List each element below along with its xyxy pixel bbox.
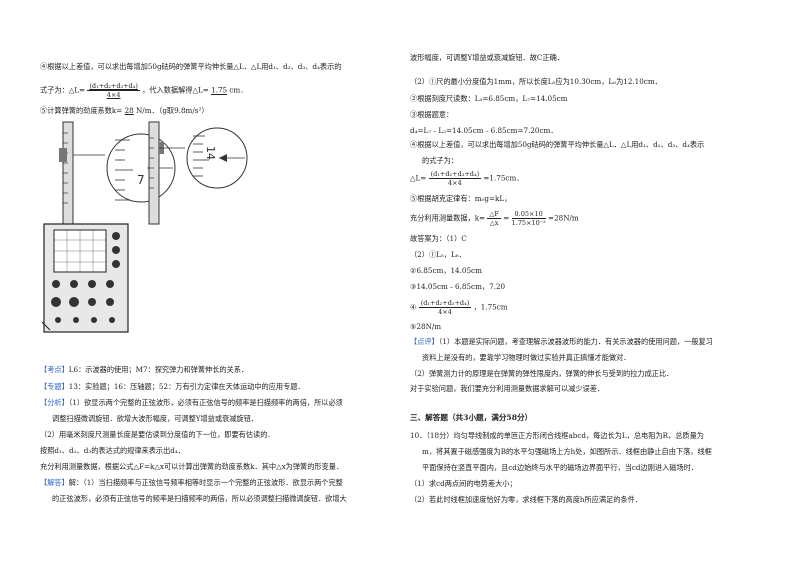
fraction-denominator: 1.75×10⁻² [511,219,546,227]
formula-mid: ，代入数据解得△L= [142,85,209,95]
fraction-denominator: 4×4 [438,308,452,316]
kaodian-text: L6：示波器的使用；M7：探究弹力和弹簧伸长的关系． [68,365,249,374]
zhuanti-text: 13：实验题；16：压轴题；52：万有引力定律在天体运动中的应用专题． [68,382,305,391]
right-line-3: ②根据刻度尺读数：L₃=6.85cm，L₇=14.05cm [410,94,568,103]
answer-line-3: ②6.85cm，14.05cm [410,266,482,275]
dianping-line-2: 资料上是没有的，要靠学习物理时做过实验并真正搞懂才能做对． [422,353,631,362]
dianping-label: 【点评】 [410,337,439,346]
answer-line-4: ③14.05cm﹣6.85cm，7.20 [410,282,506,291]
right-line-5: d₄=L₇﹣L₃=14.05cm﹣6.85cm=7.20cm． [410,126,558,135]
fenxi-line-4: 按照d₁、d₂、d₃的表达式的规律来表示出d₄． [40,446,185,455]
dianping-line-1: 【点评】（1）本题是实际问题，考查理解示波器波形的能力．有关示波器的使用问题，一… [410,337,713,347]
answer-line-1: 故答案为：（1）C [410,234,467,243]
fenxi-line-5: 充分利用测量数据，根据公式△F=k△x可以计算出弹簧的劲度系数k．其中△x为弹簧… [40,462,344,471]
fraction-numerator: △F [487,210,501,219]
equals-sign: = [503,213,510,223]
fenxi-line-3: （2）用毫米刻度尺测量长度是要估读到分度值的下一位，即要有估读的． [40,430,275,439]
fraction: (d₁+d₂+d₃+d₄) 4×4 [428,170,482,187]
right-line-7: 的式子为： [422,156,458,165]
fenxi-line-2: 调整扫描微调旋钮．欲增大波形幅度，可调整Y增益或衰减旋钮． [52,414,258,423]
step5-prefix: ⑤计算弹簧的劲度系数k= [40,106,123,115]
answer-formula: ④ (d₁+d₂+d₃+d₄) 4×4 ，1.75cm [410,299,508,316]
fraction-force: △F △x [487,210,501,227]
question-part-2: （2）若此时线框加速度恰好为零，求线框下落的高度h所应满足的条件． [410,495,643,504]
kaodian-line: 【考点】L6：示波器的使用；M7：探究弹力和弹簧伸长的关系． [40,365,248,375]
dianping-text-1: （1）本题是实际问题，考查理解示波器波形的能力．有关示波器的使用问题，一般复习 [438,337,713,346]
fraction-values: 0.05×10 1.75×10⁻² [511,210,546,227]
dianping-line-3: （2）弹簧测力计的原理是在弹簧的弹性限度内，弹簧的伸长与受到的拉力成正比． [410,369,674,378]
ruler-figure-2: 14 [148,121,248,225]
step5-suffix: N/m．（g取9.8m/s²） [136,106,209,115]
step4-formula: 式子为：△L= (d₁+d₂+d₃+d₄) 4×4 ，代入数据解得△L= 1.7… [40,82,247,99]
right-line-2: （2）①尺的最小分度值为1mm，所以长度L₅应为10.30cm，L₆为12.10… [410,77,662,86]
step5-text: ⑤计算弹簧的劲度系数k= 28 N/m．（g取9.8m/s²） [40,106,209,116]
formula-suffix: =28N/m [548,213,579,223]
oscilloscope-figure [42,223,129,333]
ruler-reading-b: 14 [204,146,217,160]
question-line-1: 10．（18分）均匀导线制成的单匝正方形闭合线框abcd，每边长为L，总电阻为R… [410,431,704,440]
fenxi-line-1: 【分析】（1）欲显示两个完整的正弦波形，必须有正弦信号的频率是扫描频率的两倍，所… [40,398,343,408]
formula-prefix: ④ [410,302,417,312]
right-line-1: 波形幅度，可调整Y增益或衰减旋钮．故C正确． [410,53,564,62]
fraction: (d₁+d₂+d₃+d₄) 4×4 [418,299,472,316]
zhuanti-line: 【专题】13：实验题；16：压轴题；52：万有引力定律在天体运动中的应用专题． [40,382,305,392]
formula-suffix: =1.75cm． [483,173,524,183]
jieda-label: 【解答】 [40,478,69,487]
question-line-3: 平面保持在竖直平面内，且cd边始终与水平的磁场边界面平行，当cd边刚进入磁场时． [422,463,699,472]
answer-line-6: ⑤28N/m [410,322,442,331]
fenxi-label: 【分析】 [40,398,69,407]
formula-prefix: △L= [410,173,427,183]
fraction-denominator: 4×4 [106,91,121,99]
zhuanti-label: 【专题】 [40,382,69,391]
right-line-9: ⑤根据胡克定律有：m₀g=kL， [410,194,512,203]
fraction-numerator: (d₁+d₂+d₃+d₄) [428,170,482,179]
spring-constant-value: 28 [124,106,134,115]
section-heading: 三、解答题（共3小题，满分58分） [410,413,533,422]
kaodian-label: 【考点】 [40,365,69,374]
right-formula-2: 充分利用测量数据，k= △F △x = 0.05×10 1.75×10⁻² =2… [410,210,579,227]
fraction-numerator: (d₁+d₂+d₃+d₄) [418,299,472,308]
right-line-4: ③根据题意： [410,110,454,119]
fraction: (d₁+d₂+d₃+d₄) 4×4 [87,82,140,99]
formula-prefix: 充分利用测量数据，k= [410,213,486,223]
question-part-1: （1）求cd两点间的电势差大小； [410,479,517,488]
fraction-denominator: 4×4 [448,179,462,187]
jieda-line-2: 的正弦波形，必须有正弦信号的频率是扫描频率的两倍，所以必须调整扫描微调旋钮．欲增… [52,494,347,503]
answer-line-2: （2）①L₅，L₆． [410,250,466,259]
fraction-numerator: 0.05×10 [511,210,546,219]
ruler-reading-a: 7 [137,173,145,187]
jieda-line-1: 【解答】解：（1）当扫描频率与正弦信号频率相等时显示一个完整的正弦波形．欲显示两… [40,478,343,488]
dianping-line-4: 对于实验问题，我们要充分利用测量数据求解可以减少误差． [410,384,605,393]
fraction-numerator: (d₁+d₂+d₃+d₄) [87,82,140,91]
formula-suffix: ，1.75cm [473,302,508,312]
step4-text: ④根据以上差值，可以求出每增加50g砝码的弹簧平均伸长量△L．△L用d₁、d₂、… [40,62,342,71]
fraction-denominator: △x [489,219,499,227]
formula-suffix: cm． [229,85,248,95]
question-line-2: m，将其置于磁感强度为B的水平匀强磁场上方h处，如图所示．线框由静止自由下落，线… [422,447,712,456]
right-line-6: ④根据以上差值，可以求出每增加50g砝码的弹簧平均伸长量△L．△L用d₁、d₂、… [410,140,705,149]
fenxi-text-1: （1）欲显示两个完整的正弦波形，必须有正弦信号的频率是扫描频率的两倍，所以必须 [68,398,343,407]
jieda-text-1: 解：（1）当扫描频率与正弦信号频率相等时显示一个完整的正弦波形．欲显示两个完整 [68,478,343,487]
right-formula-1: △L= (d₁+d₂+d₃+d₄) 4×4 =1.75cm． [410,170,523,187]
answer-value: 1.75 [211,85,228,95]
formula-prefix: 式子为：△L= [40,85,86,95]
